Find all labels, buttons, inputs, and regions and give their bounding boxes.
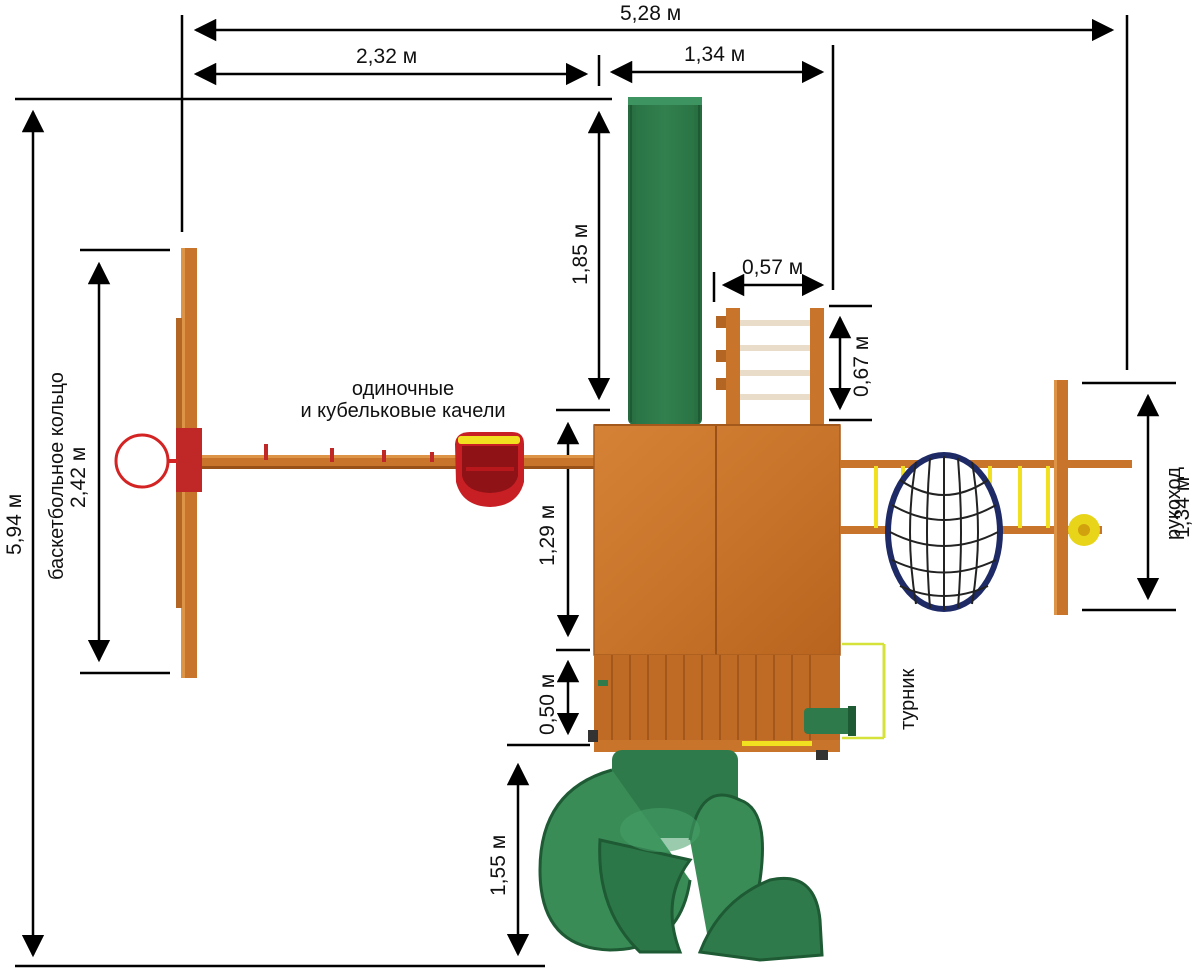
- label-swings-line1: одиночные: [351, 378, 455, 400]
- label-chin-bar: турник: [897, 668, 919, 730]
- spiral-slide: [538, 750, 824, 962]
- dim-spiral-slide: 1,55 м: [487, 834, 510, 896]
- dim-right-width: 1,34 м: [684, 43, 746, 66]
- extension-lines: [15, 15, 1176, 968]
- lower-deck: [588, 655, 840, 760]
- dim-lower-deck: 0,50 м: [536, 673, 559, 735]
- bucket-swing: [455, 432, 524, 507]
- dim-ladder-width: 0,57 м: [742, 256, 804, 279]
- nest-swing: [885, 452, 1003, 612]
- label-swings-line2: и кубельковые качели: [300, 400, 506, 422]
- swing-beam: [176, 444, 606, 469]
- dim-left-width: 2,32 м: [356, 45, 418, 68]
- basketball-stand: [114, 248, 202, 678]
- dim-monkey-bars: 1,34 м: [1171, 476, 1194, 538]
- dimension-arrows: [21, 18, 1160, 958]
- dim-total-width: 5,28 м: [620, 2, 682, 25]
- straight-slide: [628, 97, 702, 425]
- dim-hoop-span: 2,42 м: [67, 446, 90, 508]
- dim-slide-top: 1,85 м: [569, 223, 592, 285]
- dim-total-depth: 5,94 м: [3, 493, 26, 555]
- label-basketball: баскетбольное кольцо: [46, 372, 68, 580]
- label-swings: одиночные и кубельковые качели: [268, 378, 538, 422]
- ladder: [716, 308, 824, 426]
- tower-roof: [593, 424, 841, 656]
- chin-bar: [804, 642, 886, 740]
- dim-platform: 1,29 м: [536, 504, 559, 566]
- dim-ladder-depth: 0,67 м: [850, 335, 873, 397]
